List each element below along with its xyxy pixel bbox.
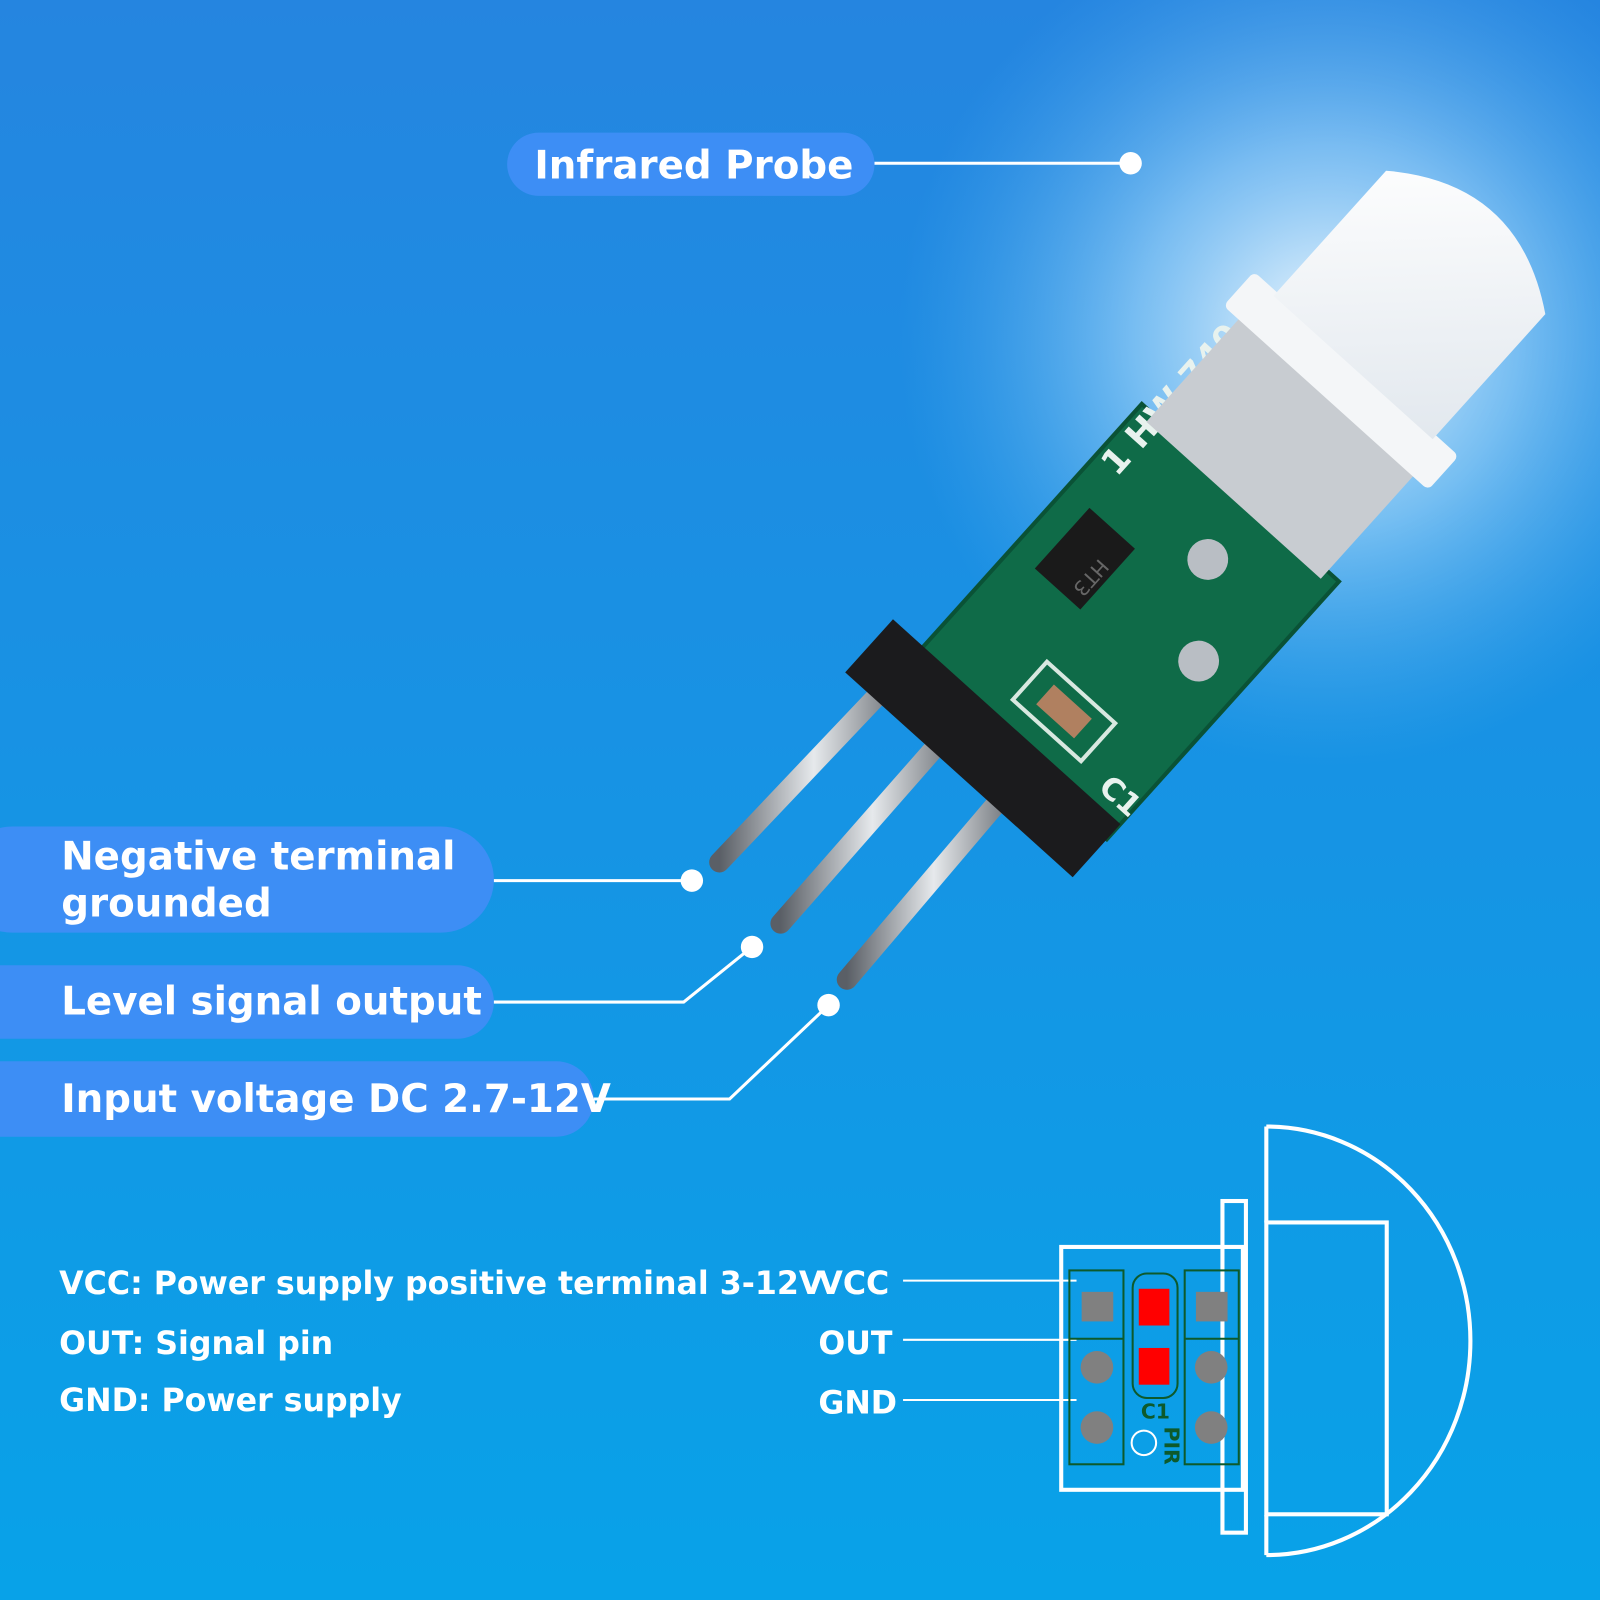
callout-label: Input voltage DC 2.7-12V	[61, 1077, 611, 1122]
schematic-pin-gnd: GND	[818, 1385, 897, 1421]
lens-flange	[1225, 274, 1457, 488]
callout-label-line1: Negative terminal	[61, 834, 455, 879]
capacitor-pad-red	[1138, 1288, 1170, 1326]
fresnel-lens-dome	[1273, 170, 1546, 440]
capacitor-outline	[1131, 1272, 1179, 1399]
schematic-pir-label: PIR	[1159, 1427, 1183, 1466]
pin-vcc	[836, 765, 1031, 990]
pcb-outline	[1059, 1244, 1245, 1492]
sensor-body-outline	[1264, 1220, 1389, 1517]
round-pad	[1080, 1351, 1114, 1384]
callout-level-signal: Level signal output	[0, 935, 764, 1039]
pir-marker	[1130, 1429, 1158, 1457]
square-pad	[1195, 1291, 1228, 1322]
round-pad	[1194, 1411, 1228, 1444]
callout-input-voltage: Input voltage DC 2.7-12V	[0, 993, 840, 1137]
leader-dot	[680, 869, 704, 892]
leader-dot	[817, 993, 840, 1017]
callout-pill	[0, 1061, 594, 1137]
callout-pill	[0, 965, 494, 1039]
module-schematic: VCC OUT GND C1 PIR	[818, 1124, 1473, 1558]
leader-line	[493, 945, 754, 1004]
callout-label: Infrared Probe	[534, 144, 853, 189]
pad-group-right	[1183, 1269, 1240, 1466]
round-pad	[1194, 1351, 1228, 1384]
schematic-pin-vcc: VCC	[818, 1266, 889, 1302]
callout-pill	[507, 132, 875, 196]
regulator-chip	[1034, 507, 1135, 610]
capacitor-pad-red	[1138, 1347, 1170, 1385]
legend-vcc: VCC: Power supply positive terminal 3-12…	[59, 1266, 824, 1302]
pin-header	[845, 619, 1121, 878]
schematic-pin-out: OUT	[818, 1326, 893, 1362]
legend-out: OUT: Signal pin	[59, 1326, 333, 1362]
capacitor-outline	[1009, 658, 1119, 765]
callout-infrared-probe: Infrared Probe	[507, 132, 1142, 196]
solder-joint	[1187, 539, 1229, 580]
callout-label: Level signal output	[61, 979, 482, 1024]
square-pad	[1081, 1291, 1114, 1322]
leader-line	[593, 1003, 830, 1101]
callout-label-line2: grounded	[61, 881, 272, 926]
solder-joint	[1178, 640, 1220, 682]
round-pad	[1080, 1411, 1114, 1444]
legend-gnd: GND: Power supply	[59, 1383, 402, 1419]
schematic-cap-label: C1	[1141, 1399, 1170, 1423]
callout-negative-terminal: Negative terminal grounded	[0, 826, 704, 933]
callout-pill	[0, 826, 494, 933]
capacitor	[1036, 684, 1092, 739]
sensor-can	[1146, 308, 1424, 579]
pin-legend: VCC: Power supply positive terminal 3-12…	[59, 1266, 824, 1419]
leader-dot	[1119, 152, 1142, 175]
leader-dot	[740, 935, 764, 959]
pad-group-left	[1068, 1269, 1125, 1466]
lens-dome-outline	[1266, 1124, 1473, 1558]
